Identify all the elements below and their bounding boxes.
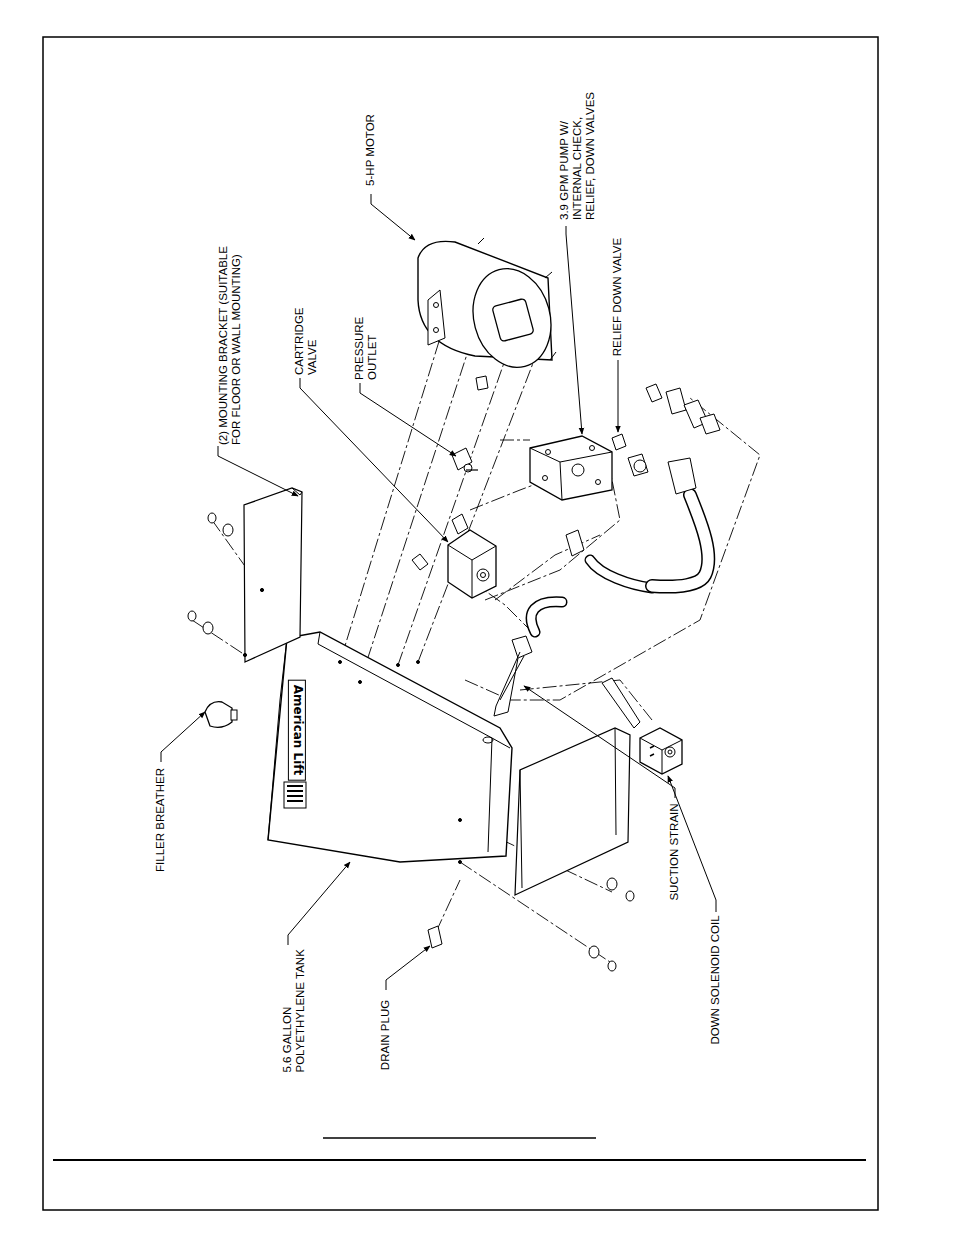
- part-label: SUCTION STRAIN: [668, 803, 681, 900]
- part-label: (2) MOUNTING BRACKET (SUITABLE FOR FLOOR…: [217, 245, 243, 445]
- leader-lines: [161, 194, 716, 990]
- part-label: 5-HP MOTOR: [364, 114, 377, 186]
- part-label: PRESSURE OUTLET: [353, 300, 379, 380]
- part-label: DOWN SOLENOID COIL: [709, 915, 722, 1044]
- part-label: DRAIN PLUG: [379, 1000, 392, 1070]
- part-label: 3.9 GPM PUMP W/ INTERNAL CHECK, RELIEF, …: [558, 80, 598, 220]
- part-label: CARTRIDGE VALVE: [293, 295, 319, 375]
- brand-logo: American Lift: [288, 680, 306, 781]
- part-label: RELIEF DOWN VALVE: [611, 238, 624, 356]
- part-label: FILLER BREATHER: [154, 768, 167, 872]
- part-label: 5.6 GALLON POLYETHYLENE TANK: [281, 948, 307, 1073]
